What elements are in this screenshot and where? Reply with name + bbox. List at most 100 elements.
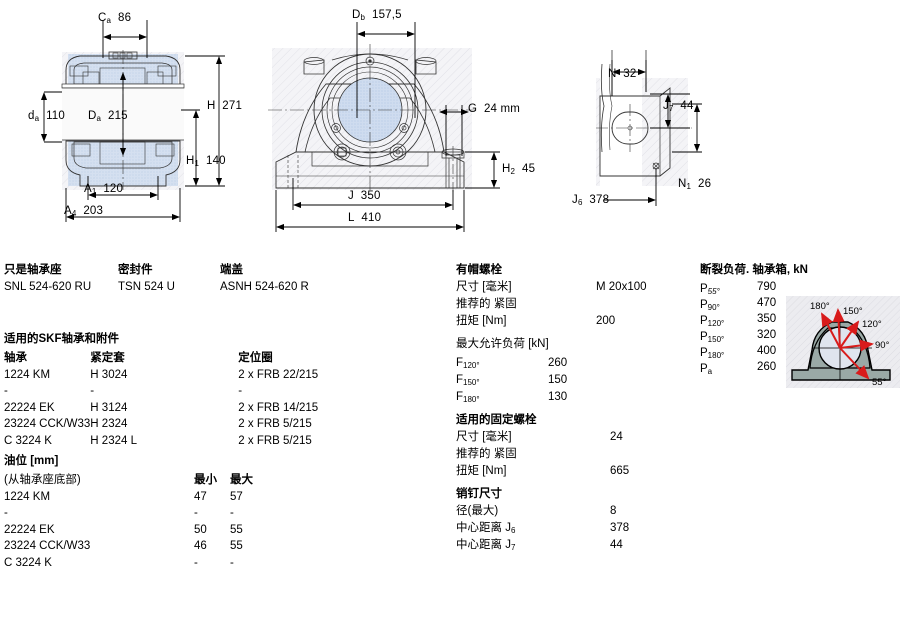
cell-sleeve: H 3124: [90, 401, 128, 414]
seals-value: TSN 524 U: [118, 281, 175, 293]
dim-label-G: G 24 mm: [468, 103, 521, 115]
dim-label-Ca: Ca 86: [98, 12, 132, 25]
max-load-value-f120: 260: [548, 357, 568, 369]
breaking-load-sym-p150: P150°: [700, 331, 725, 344]
attach-bolt-size-value: 24: [610, 431, 623, 443]
housing-title: 只是轴承座: [4, 264, 62, 276]
technical-drawings: [40, 20, 702, 232]
table-row: 22224 EK H 3124 2 x FRB 14/215: [4, 400, 318, 417]
breaking-load-sym-p55: P55°: [700, 283, 720, 296]
table-row: - - -: [4, 505, 253, 522]
dim-label-H2: H2 45: [502, 163, 536, 176]
cell-ring: 2 x FRB 22/215: [238, 368, 319, 381]
cell-min: 50: [194, 523, 207, 536]
cell-min: -: [194, 556, 198, 569]
right-view-dimensions: [604, 60, 702, 206]
col-sleeve: 紧定套: [90, 352, 125, 364]
cell-max: 57: [230, 490, 243, 503]
attach-bolts-title: 适用的固定螺栓: [456, 414, 537, 426]
right-view-body: [596, 50, 692, 186]
breaking-load-value-p90: 470: [757, 297, 777, 309]
housing-value: SNL 524-620 RU: [4, 281, 92, 293]
table-row: C 3224 K H 2324 L 2 x FRB 5/215: [4, 433, 318, 450]
breaking-load-title: 断裂负荷. 轴承箱, kN: [700, 264, 808, 276]
breaking-load-sym-p180: P180°: [700, 347, 725, 360]
cell-ring: 2 x FRB 5/215: [238, 418, 312, 430]
cap-bolt-size-label: 尺寸 [毫米]: [456, 281, 512, 293]
table-row: 22224 EK 50 55: [4, 522, 253, 539]
table-row: - - -: [4, 383, 318, 400]
breaking-load-value-p120: 350: [757, 313, 777, 325]
dim-label-H1: H1 140: [186, 155, 226, 168]
breaking-load-sym-p90: P90°: [700, 299, 720, 312]
load-direction-diagram: 180° 150° 120° 90° 55°: [786, 296, 900, 388]
col-bearing: 轴承: [4, 352, 27, 364]
cell-max: -: [230, 507, 234, 519]
dim-label-L: L 410: [348, 212, 382, 224]
dim-label-J7: J7 44: [663, 100, 694, 113]
max-load-value-f180: 130: [548, 391, 568, 403]
cell-bearing: 23224 CCK/W33: [4, 418, 91, 430]
left-view-dimensions: [40, 20, 225, 222]
cap-bolt-torque-label-2: 扭矩 [Nm]: [456, 315, 507, 327]
max-load-sym-f180: F180°: [456, 391, 480, 404]
breaking-load-sym-pa: Pa: [700, 363, 713, 376]
breaking-load-value-p180: 400: [757, 345, 777, 357]
angle-label-90: 90°: [875, 340, 890, 351]
cap-bolt-torque-label-1: 推荐的 紧固: [456, 298, 517, 310]
cell-sleeve: H 2324: [90, 418, 128, 430]
max-load-value-f150: 150: [548, 374, 568, 386]
cell-ring: 2 x FRB 5/215: [238, 434, 312, 447]
cell-sleeve: H 3024: [90, 368, 128, 381]
dowel-j6-label: 中心距离 J6: [456, 522, 516, 535]
cell-min: -: [194, 507, 198, 519]
dim-label-J: J 350: [348, 190, 381, 202]
cell-ring: 2 x FRB 14/215: [238, 401, 319, 414]
cell-ring: -: [238, 385, 243, 397]
max-load-sym-f120: F120°: [456, 357, 480, 370]
attach-bolt-size-label: 尺寸 [毫米]: [456, 431, 512, 443]
dowel-dia-label: 径(最大): [456, 505, 499, 517]
dowel-j7-value: 44: [610, 539, 623, 551]
breaking-load-value-p55: 790: [757, 281, 777, 293]
bearings-table: 轴承 紧定套 定位圈 1224 KM H 3024 2 x FRB 22/215…: [4, 350, 318, 449]
cell-min: 46: [194, 540, 207, 552]
cell-bearing: C 3224 K: [4, 556, 52, 569]
dim-label-Da: Da 215: [88, 110, 128, 123]
dim-label-N: N 32: [608, 68, 637, 80]
table-row: C 3224 K - -: [4, 555, 253, 572]
seals-title: 密封件: [118, 264, 153, 276]
breaking-load-sym-p120: P120°: [700, 315, 725, 328]
attach-bolt-torque-value: 665: [610, 465, 630, 477]
cell-bearing: 1224 KM: [4, 490, 51, 503]
dowel-title: 销钉尺寸: [456, 488, 502, 500]
breaking-load-value-pa: 260: [757, 361, 777, 373]
bearings-section-title: 适用的SKF轴承和附件: [4, 333, 119, 345]
cell-bearing: 22224 EK: [4, 523, 55, 536]
cell-max: 55: [230, 523, 243, 536]
dowel-j6-value: 378: [610, 522, 630, 534]
table-header-row: 轴承 紧定套 定位圈: [4, 350, 318, 367]
oil-level-title: 油位 [mm]: [4, 455, 59, 467]
dim-label-da: da 110: [28, 110, 65, 123]
table-row: 1224 KM H 3024 2 x FRB 22/215: [4, 367, 318, 384]
cell-bearing: C 3224 K: [4, 434, 52, 447]
table-row: 23224 CCK/W33 H 2324 2 x FRB 5/215: [4, 416, 318, 433]
col-max: 最大: [230, 474, 253, 486]
cell-bearing: 1224 KM: [4, 368, 51, 381]
dim-label-H: H 271: [207, 100, 243, 112]
dim-label-J6: J6 378: [572, 194, 610, 207]
table-row: 23224 CCK/W33 46 55: [4, 538, 253, 555]
attach-bolt-torque-label-1: 推荐的 紧固: [456, 448, 517, 460]
dowel-dia-value: 8: [610, 505, 617, 517]
max-load-title: 最大允许负荷 [kN]: [456, 338, 549, 350]
cell-bearing: 22224 EK: [4, 401, 55, 414]
cell-sleeve: H 2324 L: [90, 434, 137, 447]
cap-bolt-torque-value: 200: [596, 315, 616, 327]
dim-label-Db: Db 157,5: [352, 9, 402, 22]
breaking-load-value-p150: 320: [757, 329, 777, 341]
dowel-j7-label: 中心距离 J7: [456, 539, 516, 552]
cell-bearing: -: [4, 385, 8, 397]
cell-sleeve: -: [90, 385, 95, 397]
